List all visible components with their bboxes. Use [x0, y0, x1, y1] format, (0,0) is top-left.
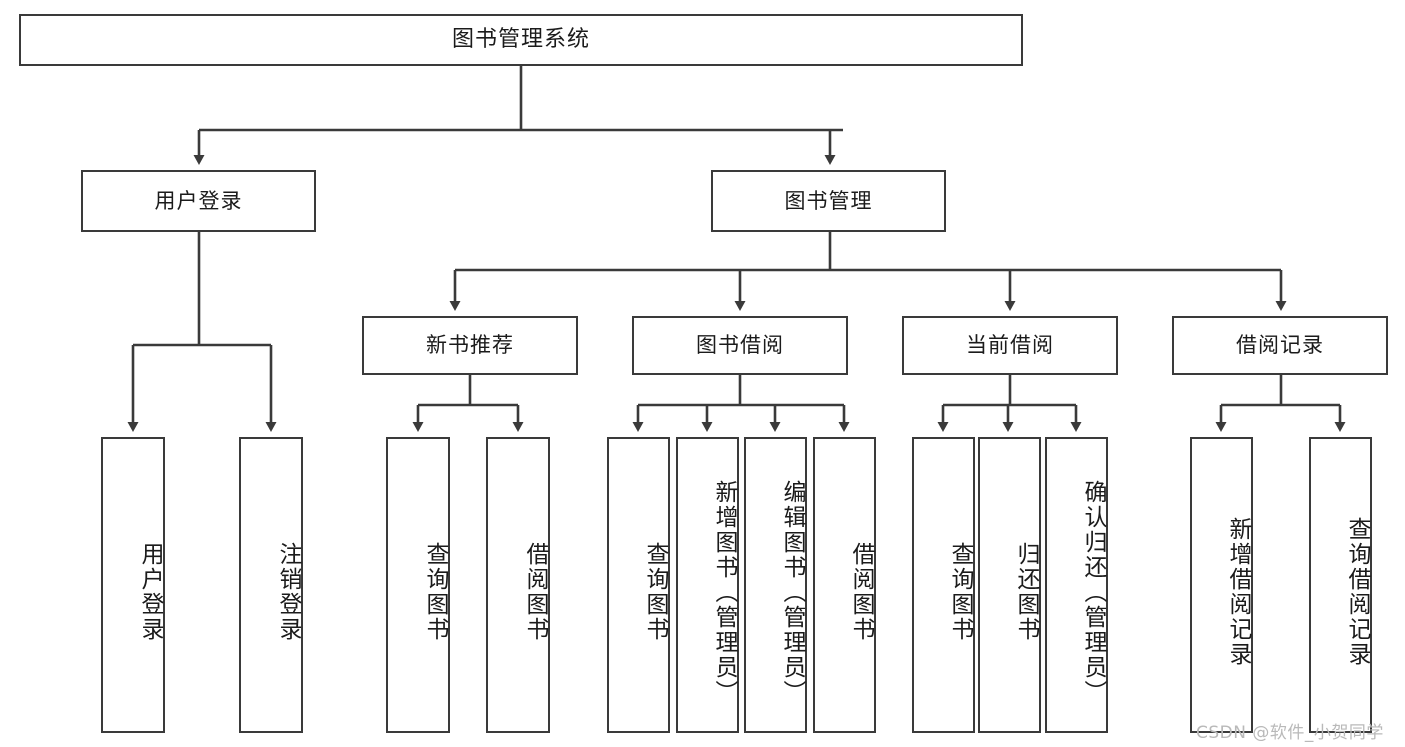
leaf-query-book-1-label: 查询图书 [422, 542, 448, 642]
leaf-edit-book[interactable]: 编辑图书（管理员） [744, 437, 807, 733]
leaf-confirm-return[interactable]: 确认归还（管理员） [1045, 437, 1108, 733]
node-book-borrow[interactable]: 图书借阅 [632, 316, 848, 375]
leaf-logout-login[interactable]: 注销登录 [239, 437, 303, 733]
leaf-edit-book-label: 编辑图书（管理员） [779, 479, 805, 705]
leaf-query-book-3-label: 查询图书 [947, 542, 973, 642]
node-current-borrow[interactable]: 当前借阅 [902, 316, 1118, 375]
leaf-query-book-2-label: 查询图书 [642, 542, 668, 642]
node-current-borrow-label: 当前借阅 [966, 333, 1054, 358]
leaf-borrow-book-2-label: 借阅图书 [848, 542, 874, 642]
leaf-borrow-book-1[interactable]: 借阅图书 [486, 437, 550, 733]
leaf-confirm-return-label: 确认归还（管理员） [1080, 479, 1106, 705]
leaf-return-book[interactable]: 归还图书 [978, 437, 1041, 733]
leaf-query-record-label: 查询借阅记录 [1344, 517, 1370, 667]
leaf-add-book[interactable]: 新增图书（管理员） [676, 437, 739, 733]
node-new-book-recommend[interactable]: 新书推荐 [362, 316, 578, 375]
node-user-login-label: 用户登录 [154, 188, 243, 213]
leaf-user-login[interactable]: 用户登录 [101, 437, 165, 733]
leaf-add-record[interactable]: 新增借阅记录 [1190, 437, 1253, 733]
leaf-user-login-label: 用户登录 [137, 542, 163, 642]
node-new-book-recommend-label: 新书推荐 [426, 333, 514, 358]
leaf-borrow-book-2[interactable]: 借阅图书 [813, 437, 876, 733]
leaf-borrow-book-1-label: 借阅图书 [522, 542, 548, 642]
node-book-borrow-label: 图书借阅 [696, 333, 784, 358]
leaf-add-book-label: 新增图书（管理员） [711, 479, 737, 705]
node-root-label: 图书管理系统 [451, 27, 590, 53]
leaf-query-book-1[interactable]: 查询图书 [386, 437, 450, 733]
watermark: CSDN @软件_小贺同学 [1196, 723, 1384, 743]
leaf-query-book-3[interactable]: 查询图书 [912, 437, 975, 733]
node-borrow-record-label: 借阅记录 [1236, 333, 1324, 358]
leaf-logout-login-label: 注销登录 [275, 542, 301, 642]
node-root[interactable]: 图书管理系统 [19, 14, 1023, 66]
leaf-query-book-2[interactable]: 查询图书 [607, 437, 670, 733]
node-user-login[interactable]: 用户登录 [81, 170, 316, 232]
leaf-query-record[interactable]: 查询借阅记录 [1309, 437, 1372, 733]
leaf-return-book-label: 归还图书 [1013, 542, 1039, 642]
node-borrow-record[interactable]: 借阅记录 [1172, 316, 1388, 375]
node-book-manage[interactable]: 图书管理 [711, 170, 946, 232]
leaf-add-record-label: 新增借阅记录 [1225, 517, 1251, 667]
node-book-manage-label: 图书管理 [784, 188, 873, 213]
